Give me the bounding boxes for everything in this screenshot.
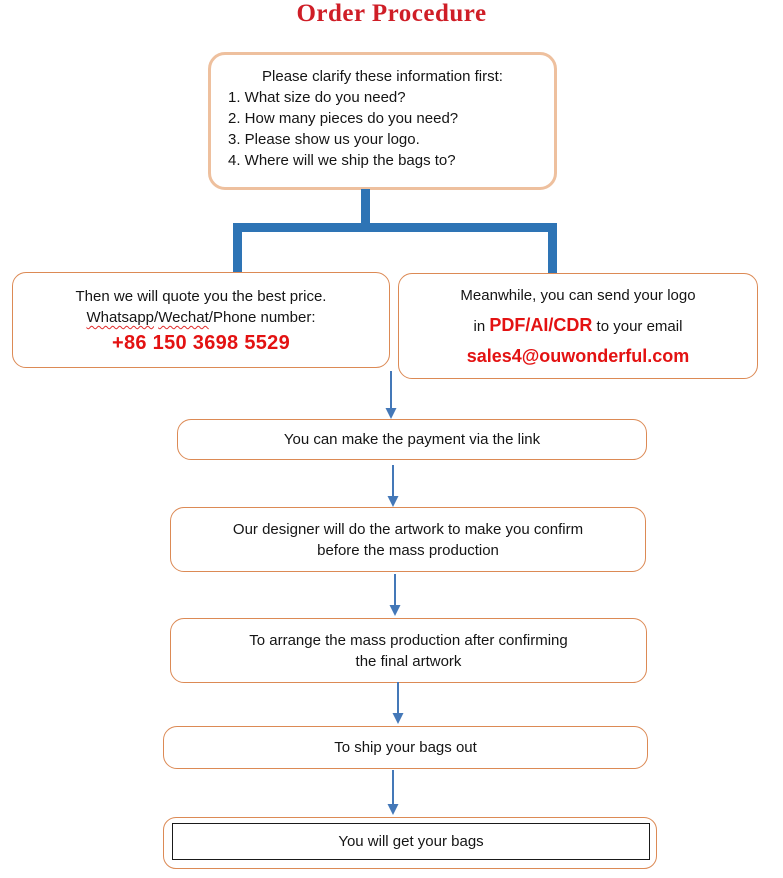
- clarify-item: 3. Please show us your logo.: [228, 131, 420, 148]
- line2-prefix: in: [473, 318, 490, 335]
- email-line1: Meanwhile, you can send your logo: [460, 287, 696, 304]
- down-arrow-icon: [389, 574, 401, 616]
- connector-left-drop: [233, 223, 242, 272]
- production-line1: To arrange the mass production after con…: [249, 631, 568, 649]
- down-arrow-icon: [387, 770, 399, 815]
- email-line2: in PDF/AI/CDR to your email: [474, 315, 683, 337]
- payment-box: You can make the payment via the link: [177, 419, 647, 460]
- quote-price-box: Then we will quote you the best price. W…: [12, 272, 390, 368]
- artwork-line2: before the mass production: [317, 541, 499, 559]
- mass-production-box: To arrange the mass production after con…: [170, 618, 647, 683]
- page-title: Order Procedure: [296, 0, 487, 27]
- connector-stem: [361, 189, 370, 232]
- quote-line2: Whatsapp/Wechat/Phone number:: [86, 307, 315, 328]
- phone-label: /Phone number:: [208, 309, 316, 326]
- quote-line1: Then we will quote you the best price.: [75, 288, 327, 305]
- ship-box: To ship your bags out: [163, 726, 648, 769]
- file-formats-label: PDF/AI/CDR: [489, 315, 593, 335]
- clarify-item: 2. How many pieces do you need?: [228, 110, 459, 127]
- final-box-inner: You will get your bags: [172, 823, 650, 860]
- payment-text: You can make the payment via the link: [283, 431, 541, 448]
- line2-suffix: to your email: [592, 318, 683, 335]
- email-address: sales4@ouwonderful.com: [466, 346, 690, 366]
- clarify-item: 1. What size do you need?: [228, 89, 406, 106]
- artwork-confirm-box: Our designer will do the artwork to make…: [170, 507, 646, 572]
- final-box: You will get your bags: [163, 817, 657, 869]
- clarify-heading: Please clarify these information first:: [262, 68, 503, 85]
- down-arrow-icon: [385, 371, 397, 419]
- down-arrow-icon: [387, 465, 399, 507]
- send-logo-box: Meanwhile, you can send your logo in PDF…: [398, 273, 758, 379]
- whatsapp-label: Whatsapp: [86, 309, 155, 326]
- down-arrow-icon: [392, 682, 404, 724]
- connector-bar: [233, 223, 557, 232]
- final-text: You will get your bags: [338, 833, 484, 850]
- wechat-label: Wechat: [158, 309, 209, 326]
- slash-separator: /: [154, 309, 159, 326]
- production-line2: the final artwork: [355, 652, 462, 670]
- clarify-info-box: Please clarify these information first: …: [208, 52, 557, 190]
- clarify-item: 4. Where will we ship the bags to?: [228, 152, 456, 169]
- artwork-line1: Our designer will do the artwork to make…: [232, 520, 584, 538]
- phone-number: +86 150 3698 5529: [111, 332, 291, 354]
- connector-right-drop: [548, 223, 557, 279]
- ship-text: To ship your bags out: [334, 739, 477, 756]
